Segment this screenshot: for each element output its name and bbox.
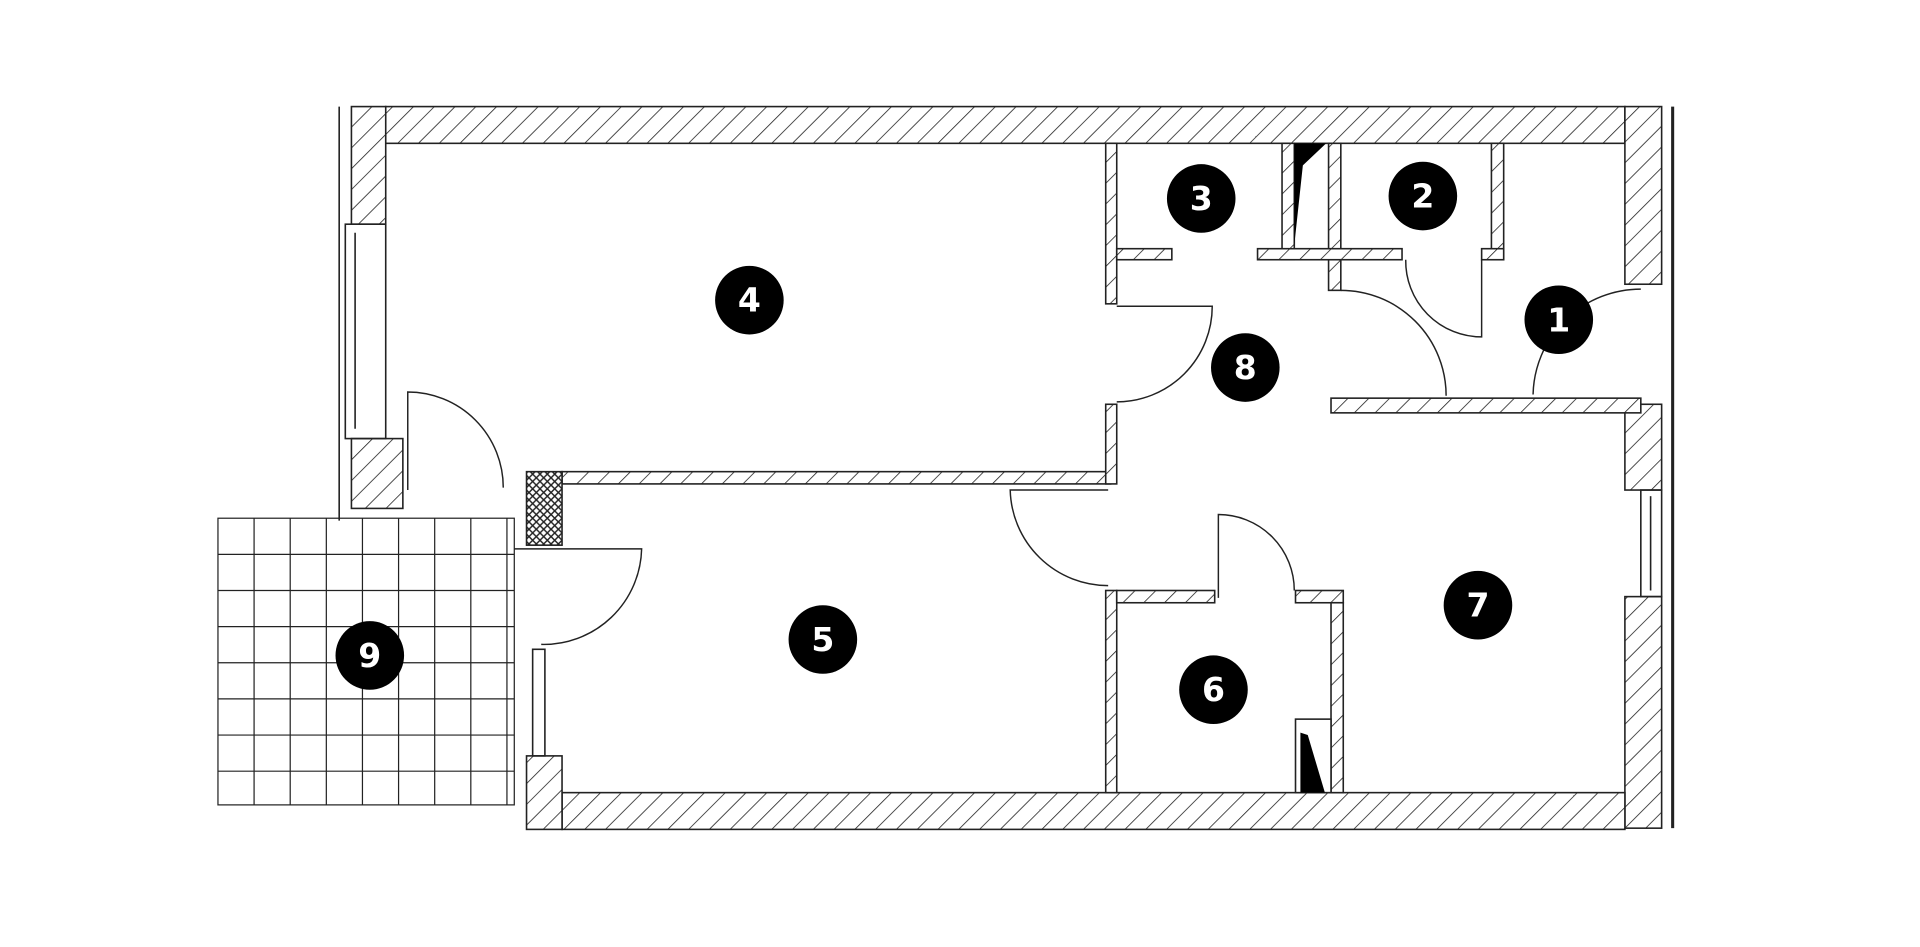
room-label: 5 [811,620,834,659]
room-marker-7: 7 [1443,570,1513,640]
room-label: 6 [1202,670,1225,709]
room-label: 1 [1547,300,1570,339]
room-marker-4: 4 [715,265,784,335]
room-marker-8: 8 [1211,333,1280,402]
windows [344,223,1663,757]
room-label: 7 [1466,586,1489,625]
room-marker-5: 5 [788,605,858,674]
shaft [1294,143,1327,246]
room-label: 9 [358,636,381,675]
interior-walls [525,142,1642,794]
room-label: 8 [1234,348,1257,387]
shaft [1300,732,1325,793]
column [525,470,563,546]
room-marker-3: 3 [1166,164,1236,233]
room-marker-9: 9 [335,621,405,690]
room-marker-6: 6 [1179,655,1248,725]
room-label: 4 [738,281,761,320]
room-marker-1: 1 [1524,285,1594,355]
room-label: 3 [1190,179,1213,218]
room-marker-2: 2 [1388,161,1458,231]
outer-walls [338,105,1675,831]
room-label: 2 [1411,177,1434,216]
